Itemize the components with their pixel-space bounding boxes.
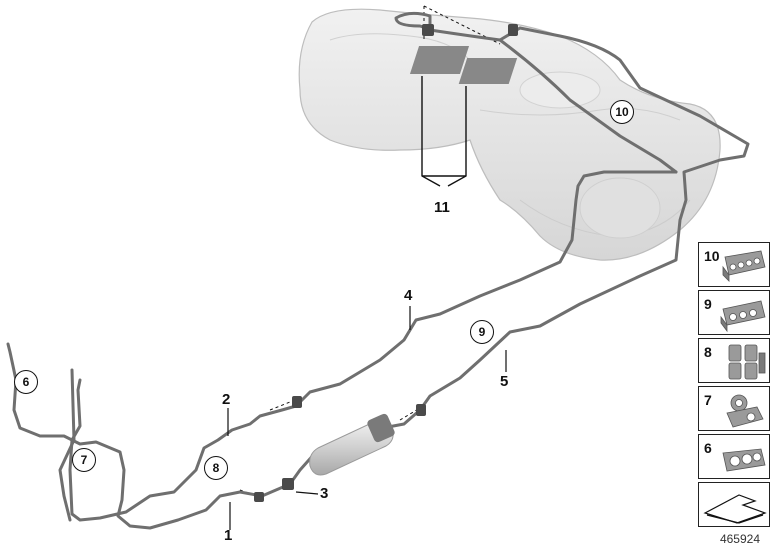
callout-3: 3 bbox=[320, 485, 329, 502]
legend-item-9: 9 bbox=[698, 290, 770, 335]
assembly-arrow-icon bbox=[703, 494, 767, 524]
legend-item-10: 10 bbox=[698, 242, 770, 287]
legend-item-6: 6 bbox=[698, 434, 770, 479]
tank-label-right bbox=[458, 58, 518, 84]
tank-label-left bbox=[409, 46, 470, 74]
clip-5-way-icon bbox=[722, 250, 766, 282]
callout-1: 1 bbox=[224, 527, 233, 544]
callout-11: 11 bbox=[434, 199, 450, 216]
legend-label-8: 8 bbox=[704, 344, 712, 360]
circled-callout-7: 7 bbox=[72, 448, 96, 472]
fuel-filter bbox=[309, 413, 395, 476]
callout-11-leader bbox=[421, 76, 467, 187]
clip-4-way-icon bbox=[720, 300, 766, 333]
clip-bracket-icon bbox=[726, 394, 764, 428]
callout-2: 2 bbox=[222, 391, 231, 408]
circled-callout-9: 9 bbox=[470, 320, 494, 344]
clip-3-way-icon bbox=[722, 448, 766, 472]
circled-callout-6: 6 bbox=[14, 370, 38, 394]
clip-stack-icon bbox=[728, 344, 766, 380]
legend-item-8: 8 bbox=[698, 338, 770, 383]
legend-label-6: 6 bbox=[704, 440, 712, 456]
legend-label-9: 9 bbox=[704, 296, 712, 312]
legend-label-7: 7 bbox=[704, 392, 712, 408]
circled-callout-8: 8 bbox=[204, 456, 228, 480]
reference-number: 465924 bbox=[719, 532, 760, 546]
circled-callout-10: 10 bbox=[610, 100, 634, 124]
line-connectors bbox=[254, 24, 518, 502]
callout-4: 4 bbox=[404, 287, 413, 304]
callout-leaders bbox=[227, 306, 507, 530]
legend-arrow-box bbox=[698, 482, 770, 527]
legend-item-7: 7 bbox=[698, 386, 770, 431]
legend-label-10: 10 bbox=[704, 248, 720, 264]
callout-5: 5 bbox=[500, 373, 509, 390]
